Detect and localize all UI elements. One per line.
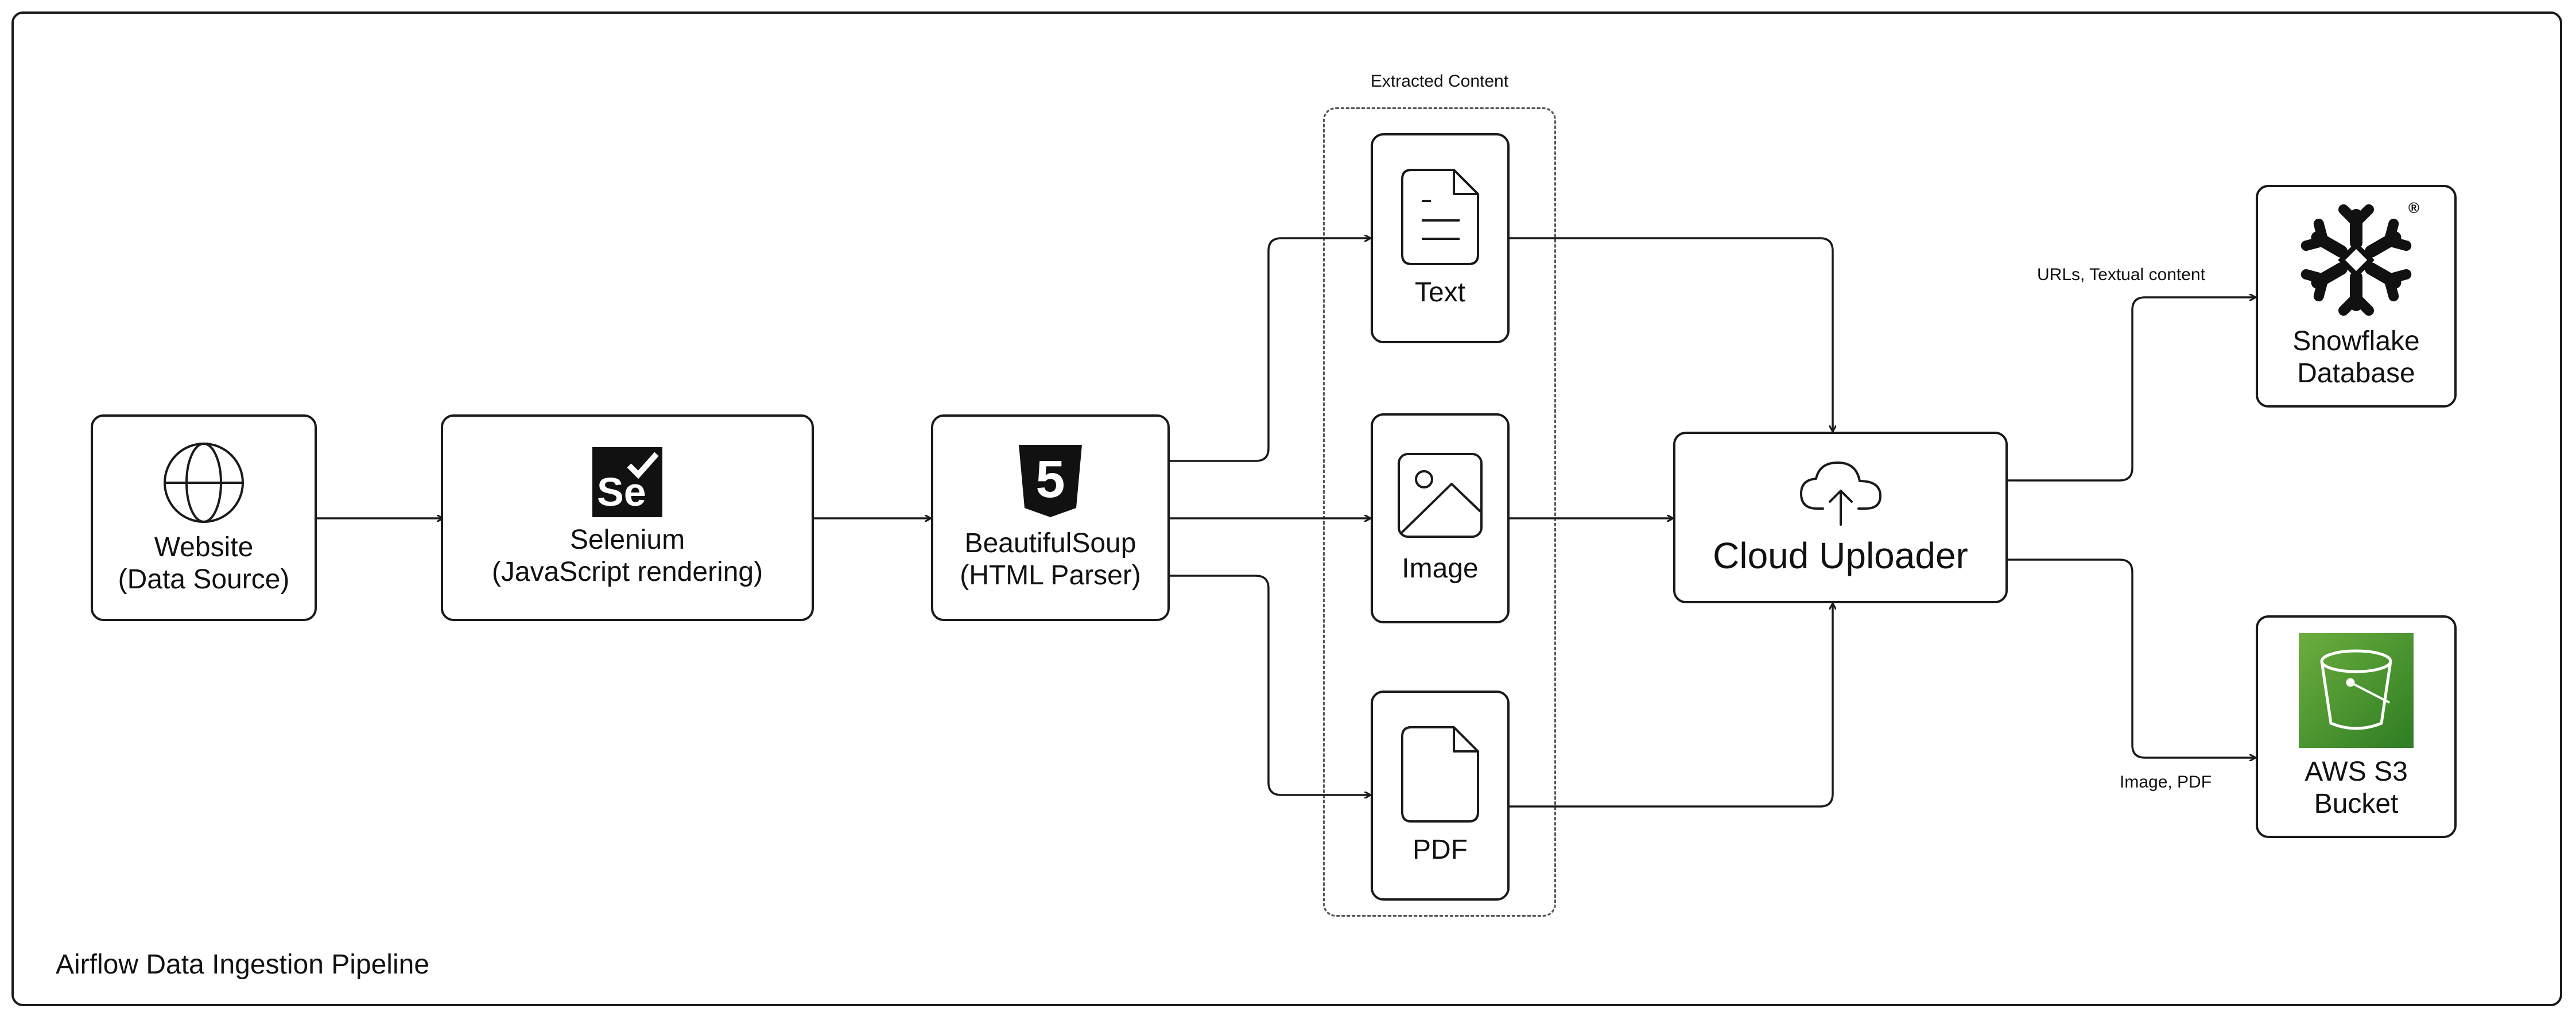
- extracted-content-group: [1323, 107, 1556, 917]
- node-cloud-uploader: Cloud Uploader: [1673, 432, 2008, 603]
- edge-beautifulsoup-pdf: [1169, 575, 1372, 795]
- node-beautifulsoup: 5 BeautifulSoup (HTML Parser): [931, 414, 1170, 621]
- bucket-icon: [2320, 649, 2392, 730]
- beautifulsoup-label: BeautifulSoup (HTML Parser): [960, 528, 1141, 591]
- edge-pdf-uploader: [1508, 602, 1833, 808]
- node-selenium: Se Selenium (JavaScript rendering): [441, 414, 814, 621]
- html5-logo: 5: [1017, 444, 1084, 518]
- snowflake-logo: ®: [2299, 199, 2419, 317]
- image-icon: [1398, 453, 1483, 538]
- document-icon: [1401, 169, 1479, 265]
- edge-beautifulsoup-text: [1169, 238, 1372, 462]
- file-icon: [1401, 726, 1479, 823]
- s3-label: AWS S3 Bucket: [2305, 757, 2408, 819]
- registered-mark: ®: [2408, 199, 2419, 216]
- node-image: Image: [1371, 413, 1510, 623]
- diagram-title: Airflow Data Ingestion Pipeline: [56, 949, 430, 980]
- snowflake-label: Snowflake Database: [2292, 326, 2420, 389]
- edge-text-uploader: [1508, 237, 1833, 433]
- node-pdf: PDF: [1371, 691, 1510, 901]
- edge-uploader-s3: [2007, 559, 2257, 758]
- pdf-label: PDF: [1413, 835, 1468, 865]
- node-text: Text: [1371, 133, 1510, 343]
- group-label: Extracted Content: [1370, 72, 1509, 91]
- checkmark-icon: [627, 452, 659, 479]
- cloud-upload-icon: [1799, 461, 1881, 526]
- node-website: Website (Data Source): [91, 414, 317, 621]
- snowflake-icon: [2299, 204, 2414, 317]
- globe-icon: [164, 443, 244, 523]
- shield-icon: [1019, 445, 1082, 517]
- cloud-uploader-label: Cloud Uploader: [1713, 534, 1968, 576]
- node-snowflake: ® Snowflake Database: [2256, 185, 2457, 408]
- edge-label-s3: Image, PDF: [2120, 773, 2212, 792]
- image-label: Image: [1402, 553, 1479, 584]
- text-label: Text: [1414, 277, 1466, 308]
- selenium-label: Selenium (JavaScript rendering): [491, 525, 763, 587]
- s3-bucket-logo: [2299, 633, 2414, 748]
- html5-logo-text: 5: [1035, 450, 1065, 509]
- selenium-logo: Se: [592, 447, 662, 517]
- edge-uploader-snowflake: [2007, 297, 2257, 482]
- website-label: Website (Data Source): [118, 532, 290, 595]
- edge-label-snowflake: URLs, Textual content: [2037, 265, 2205, 284]
- node-aws-s3: AWS S3 Bucket: [2256, 615, 2457, 838]
- diagram-frame: [11, 11, 2562, 1006]
